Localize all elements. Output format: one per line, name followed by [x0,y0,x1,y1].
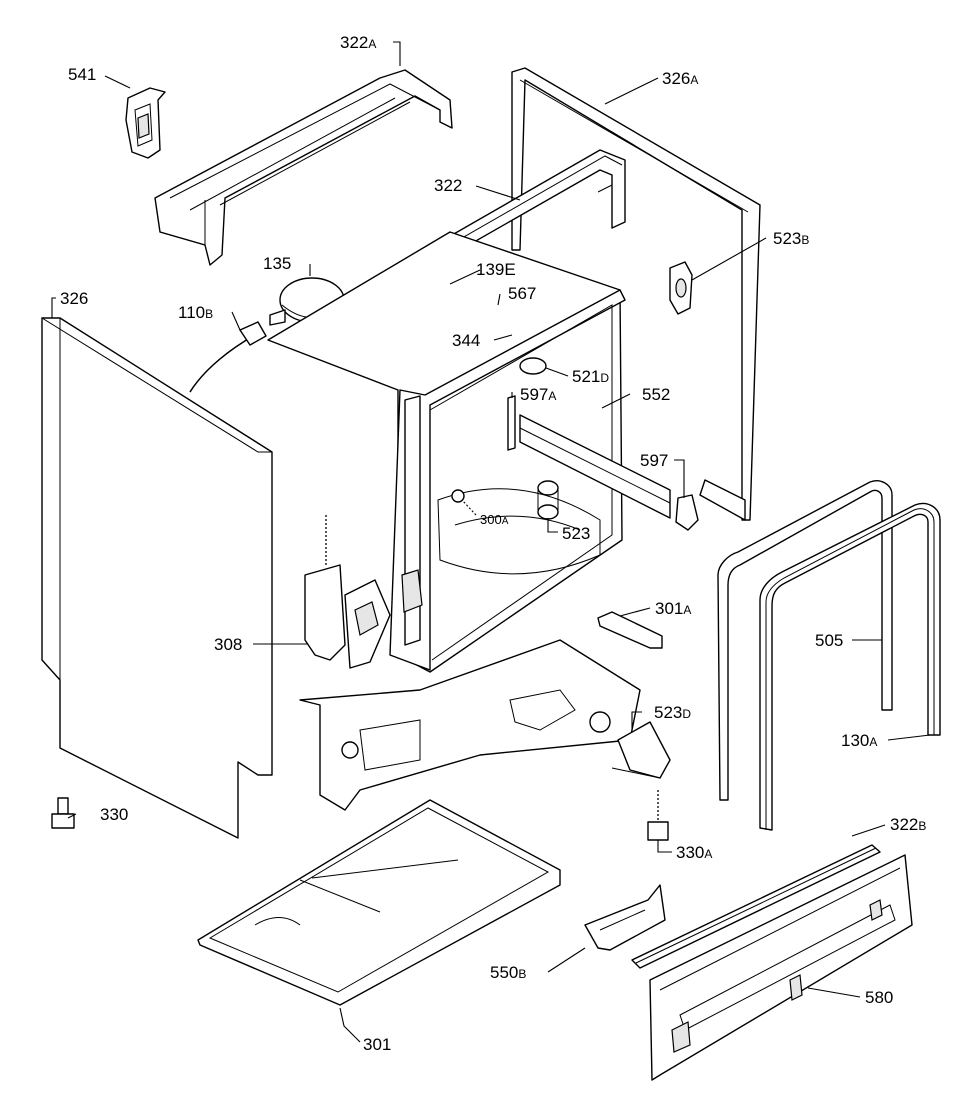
part-330-foot [51,797,75,829]
label-326: 326 [60,289,88,308]
part-300a-arm [451,489,465,503]
part-tub [267,231,626,673]
part-base [299,639,641,811]
label-322b: 322B [890,815,926,834]
label-523: 523 [562,524,590,543]
label-597: 597 [640,451,668,470]
label-139e: 139E [476,260,516,279]
part-322b-rail [631,844,881,969]
part-597-clip [675,494,699,531]
label-521d: 521D [572,367,609,386]
part-597a-clip [507,395,516,451]
label-322: 322 [434,176,462,195]
label-344: 344 [452,331,480,350]
label-550b: 550B [490,963,526,982]
label-580: 580 [865,988,893,1007]
label-541: 541 [68,65,96,84]
label-505: 505 [815,631,843,650]
part-301-base-plate [197,799,561,1006]
part-523-grommet [537,480,559,520]
part-326-side-panel [41,317,273,839]
part-521d-plug [519,357,547,375]
part-301a-strip [597,611,663,649]
part-523d-bracket [611,721,671,779]
label-567: 567 [508,284,536,303]
label-301: 301 [363,1035,391,1054]
label-300a: 300A [480,512,509,527]
part-308-lock [304,515,391,669]
part-130a-seal [759,502,941,831]
leader-lines [51,41,931,1043]
part-523b-grommet [669,261,693,315]
part-330a-foot [647,790,669,841]
label-523b: 523B [773,229,809,248]
label-308: 308 [214,635,242,654]
label-523d: 523D [654,703,691,722]
part-580-kickplate [649,854,913,1081]
labels: 541 322A 326A 322 523B 135 139E 567 326 … [60,33,926,1054]
part-505-seal [717,480,893,801]
part-550b-bracket [584,884,666,951]
label-135: 135 [263,254,291,273]
label-301a: 301A [655,599,691,618]
label-330: 330 [100,805,128,824]
label-322a: 322A [340,33,376,52]
part-322a-top-rail [154,69,453,266]
label-552: 552 [642,385,670,404]
part-552-rail [519,414,671,519]
label-597a: 597A [520,385,556,404]
part-541-bracket [125,87,166,159]
label-330a: 330A [676,843,712,862]
part-326a-back-panel [511,67,761,521]
label-110b: 110B [178,303,213,322]
part-110b-hose [189,321,267,393]
label-130a: 130A [841,731,877,750]
label-326a: 326A [662,69,698,88]
